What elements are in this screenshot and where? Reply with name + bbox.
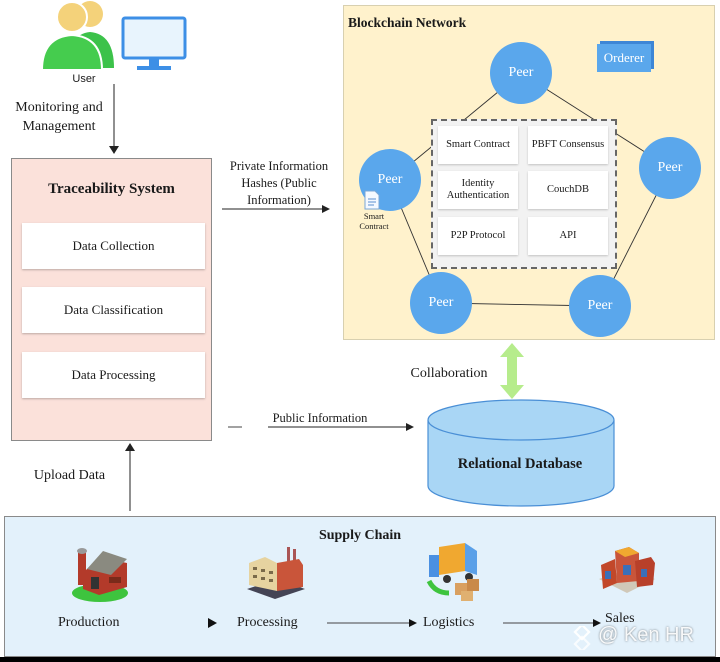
shops-icon xyxy=(599,547,655,593)
monitoring-arrow xyxy=(109,84,119,154)
barn-icon xyxy=(72,548,128,602)
private-info-arrow xyxy=(222,205,330,213)
database-label: Relational Database xyxy=(457,456,583,472)
component-pbft-consensus: PBFT Consensus xyxy=(528,126,608,164)
stage-processing: Processing xyxy=(237,615,298,630)
blockchain-network: Blockchain Network Smart Contract PBFT C… xyxy=(343,5,715,340)
traceability-system: Traceability System Data Collection Data… xyxy=(11,158,212,441)
peer-top: Peer xyxy=(490,42,552,104)
watermark-logo-icon xyxy=(573,626,591,650)
peer-bottom-right: Peer xyxy=(569,275,631,337)
traceability-title: Traceability System xyxy=(48,181,175,197)
private-info-label: Private Information Hashes (Public Infor… xyxy=(218,158,340,209)
supply-chain-title: Supply Chain xyxy=(318,528,402,543)
public-info-label: Public Information xyxy=(272,411,368,425)
flow-arrow-processing-logistics xyxy=(327,619,417,627)
stage-sales: Sales xyxy=(605,611,635,626)
private-info-line2: Hashes (Public xyxy=(241,176,317,190)
upload-label: Upload Data xyxy=(33,468,106,483)
delivery-truck-icon xyxy=(426,543,479,601)
module-data-classification: Data Classification xyxy=(22,287,205,333)
user-label: User xyxy=(72,73,96,85)
module-data-collection: Data Collection xyxy=(22,223,205,269)
smart-contract-doc-label: Smart Contract xyxy=(359,211,389,231)
factory-icon xyxy=(247,547,305,599)
orderer-node: Orderer xyxy=(597,44,651,72)
monitor-icon xyxy=(121,16,187,70)
relational-database xyxy=(427,399,615,507)
component-identity-authentication: Identity Authentication xyxy=(438,171,518,209)
flow-arrow-logistics-sales xyxy=(503,619,601,627)
blockchain-core-components: Smart Contract PBFT Consensus Identity A… xyxy=(431,119,617,269)
bottom-border xyxy=(0,657,720,662)
private-info-line3: Information) xyxy=(247,193,311,207)
monitoring-label: Monitoring and Management xyxy=(15,100,103,134)
stage-production: Production xyxy=(58,615,120,630)
collaboration-arrow xyxy=(500,343,524,399)
module-data-processing: Data Processing xyxy=(22,352,205,398)
blockchain-title: Blockchain Network xyxy=(348,15,467,30)
component-api: API xyxy=(528,217,608,255)
upload-arrow xyxy=(125,443,135,511)
user-icon xyxy=(40,1,114,71)
private-info-line1: Private Information xyxy=(229,159,329,173)
peer-right: Peer xyxy=(639,137,701,199)
stage-logistics: Logistics xyxy=(423,615,475,630)
component-couchdb: CouchDB xyxy=(528,171,608,209)
supply-chain: Supply Chain xyxy=(4,516,716,657)
peer-bottom-left: Peer xyxy=(410,272,472,334)
public-info-arrow xyxy=(228,423,414,431)
component-p2p-protocol: P2P Protocol xyxy=(438,217,518,255)
component-smart-contract: Smart Contract xyxy=(438,126,518,164)
collaboration-label: Collaboration xyxy=(410,366,488,381)
watermark-text: @ Ken HR xyxy=(598,624,694,646)
smart-contract-document-icon xyxy=(364,190,380,210)
flow-arrow-production-processing xyxy=(208,618,217,628)
